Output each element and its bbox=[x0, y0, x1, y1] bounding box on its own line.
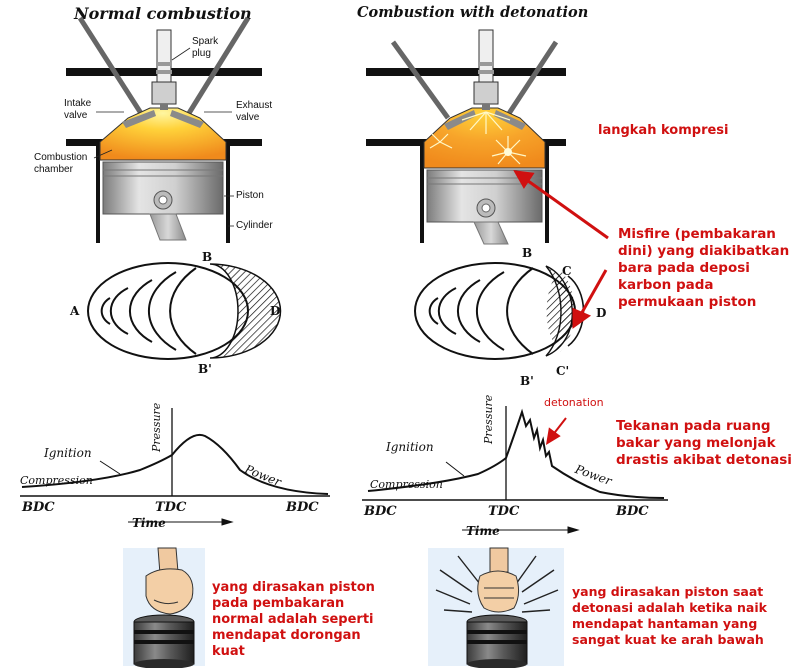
annotation-compression-stroke: langkah kompresi bbox=[598, 123, 729, 138]
title-combustion-detonation: Combustion with detonation bbox=[357, 4, 589, 21]
annotation-pressure-line: drastis akibat detonasi bbox=[616, 452, 792, 468]
label-time-left: Time bbox=[132, 516, 166, 530]
label-intake-valve: Intake valve bbox=[64, 98, 91, 122]
label-ignition-right: Ignition bbox=[386, 440, 434, 454]
title-normal-combustion: Normal combustion bbox=[74, 4, 252, 23]
pressure-ylabel-right: Pressure bbox=[482, 394, 495, 444]
annotation-detonation-line: detonasi adalah ketika naik bbox=[572, 600, 767, 615]
pressure-graph-normal bbox=[20, 408, 330, 526]
annotation-normal-line: pada pembakaran bbox=[212, 596, 345, 611]
flame-label-d-left: D bbox=[270, 304, 281, 318]
label-compression-right: Compression bbox=[370, 478, 443, 491]
red-arrows bbox=[513, 170, 609, 445]
flame-label-c-prime: C' bbox=[556, 364, 570, 378]
label-ignition-left: Ignition bbox=[44, 446, 92, 460]
annotation-detonation-line: yang dirasakan piston saat bbox=[572, 584, 764, 599]
annotation-normal-line: mendapat dorongan bbox=[212, 628, 361, 643]
label-exhaust-line1: Exhaust bbox=[236, 100, 273, 111]
label-bdc-right-start: BDC bbox=[364, 504, 397, 519]
piston-fist-detonation bbox=[428, 547, 564, 668]
flame-label-c: C bbox=[562, 264, 572, 278]
label-piston: Piston bbox=[236, 190, 264, 201]
engine-normal bbox=[66, 16, 262, 243]
label-tdc-left: TDC bbox=[155, 500, 187, 515]
flame-label-b-prime-right: B' bbox=[520, 374, 534, 388]
annotation-pressure-spike: Tekanan pada ruang bakar yang melonjak d… bbox=[616, 418, 792, 469]
flame-front-normal bbox=[87, 262, 282, 360]
annotation-misfire-line: dini) yang diakibatkan bbox=[618, 243, 790, 259]
annotation-detonation-feel: yang dirasakan piston saat detonasi adal… bbox=[572, 584, 767, 648]
annotation-detonation-line: mendapat hantaman yang bbox=[572, 616, 758, 631]
label-compression-left: Compression bbox=[20, 474, 93, 487]
piston-hand-normal bbox=[123, 547, 205, 668]
label-spark-plug: Spark plug bbox=[192, 36, 218, 60]
annotation-misfire-line: karbon pada bbox=[618, 277, 714, 293]
annotation-normal-line: kuat bbox=[212, 644, 245, 659]
label-detonation-note: detonation bbox=[544, 396, 604, 409]
flame-label-b-prime-left: B' bbox=[198, 362, 212, 376]
annotation-detonation-line: sangat kuat ke arah bawah bbox=[572, 632, 764, 647]
pressure-graph-detonation bbox=[362, 406, 668, 534]
annotation-misfire-line: Misfire (pembakaran bbox=[618, 226, 776, 242]
label-chamber-line1: Combustion bbox=[34, 152, 88, 163]
label-bdc-left-start: BDC bbox=[22, 500, 55, 515]
annotation-misfire: Misfire (pembakaran dini) yang diakibatk… bbox=[618, 226, 789, 311]
flame-label-d-right: D bbox=[596, 306, 607, 320]
flame-front-detonation bbox=[414, 262, 585, 360]
label-chamber-line2: chamber bbox=[34, 164, 73, 175]
label-exhaust-valve: Exhaust valve bbox=[236, 100, 272, 124]
annotation-normal-line: yang dirasakan piston bbox=[212, 580, 375, 595]
flame-label-a: A bbox=[70, 304, 80, 318]
label-tdc-right: TDC bbox=[488, 504, 520, 519]
annotation-misfire-line: bara pada deposi bbox=[618, 260, 750, 276]
annotation-normal-line: normal adalah seperti bbox=[212, 612, 374, 627]
label-cylinder: Cylinder bbox=[236, 220, 273, 231]
annotation-normal-feel: yang dirasakan piston pada pembakaran no… bbox=[212, 580, 375, 660]
engine-detonation bbox=[366, 29, 566, 245]
annotation-pressure-line: Tekanan pada ruang bbox=[616, 418, 771, 434]
engine-leader-lines bbox=[93, 47, 234, 227]
label-spark-plug-line1: Spark bbox=[192, 36, 219, 47]
label-intake-line1: Intake bbox=[64, 98, 92, 109]
label-intake-line2: valve bbox=[64, 110, 88, 121]
flame-label-b-right: B bbox=[522, 246, 533, 260]
annotation-pressure-line: bakar yang melonjak bbox=[616, 435, 776, 451]
label-bdc-left-end: BDC bbox=[286, 500, 319, 515]
label-bdc-right-end: BDC bbox=[616, 504, 649, 519]
label-exhaust-line2: valve bbox=[236, 112, 260, 123]
label-combustion-chamber: Combustion chamber bbox=[34, 152, 87, 176]
flame-label-b-left: B bbox=[202, 250, 213, 264]
pressure-ylabel-left: Pressure bbox=[150, 402, 163, 452]
label-time-right: Time bbox=[466, 524, 500, 538]
annotation-misfire-line: permukaan piston bbox=[618, 294, 757, 310]
label-spark-plug-line2: plug bbox=[192, 48, 211, 59]
